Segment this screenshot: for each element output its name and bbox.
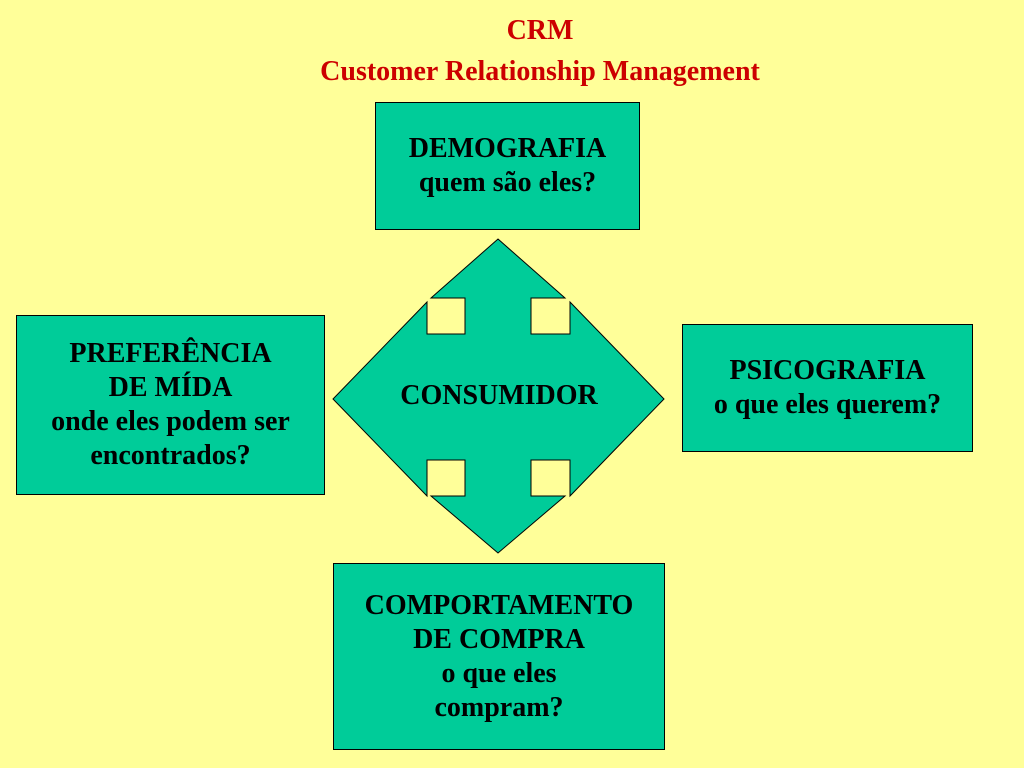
title-subtitle: Customer Relationship Management [320,56,760,87]
node-comportamento-heading-1: COMPORTAMENTO [364,589,634,621]
node-comportamento-question-1: o que eles [441,657,557,689]
node-comportamento-question-2: compram? [434,691,564,723]
node-demografia-heading: DEMOGRAFIA [408,133,607,164]
title-crm: CRM [506,15,574,46]
node-preferencia-de-midia: PREFERÊNCIA DE MÍDA onde eles podem ser … [16,315,325,495]
consumidor-arrow-shape [332,238,665,554]
node-demografia: DEMOGRAFIA quem são eles? [375,102,640,230]
center-label-consumidor: CONSUMIDOR [400,380,598,411]
node-preferencia-heading-1: PREFERÊNCIA [69,338,272,369]
node-psicografia: PSICOGRAFIA o que eles querem? [682,324,973,452]
node-comportamento-de-compra: COMPORTAMENTO DE COMPRA o que eles compr… [333,563,665,750]
node-psicografia-question: o que eles querem? [713,389,942,420]
node-demografia-question: quem são eles? [418,167,597,198]
node-preferencia-question-1: onde eles podem ser [51,406,290,437]
node-preferencia-question-2: encontrados? [90,440,251,471]
node-comportamento-heading-2: DE COMPRA [413,623,585,655]
node-preferencia-heading-2: DE MÍDA [108,372,233,403]
node-psicografia-heading: PSICOGRAFIA [729,355,926,386]
